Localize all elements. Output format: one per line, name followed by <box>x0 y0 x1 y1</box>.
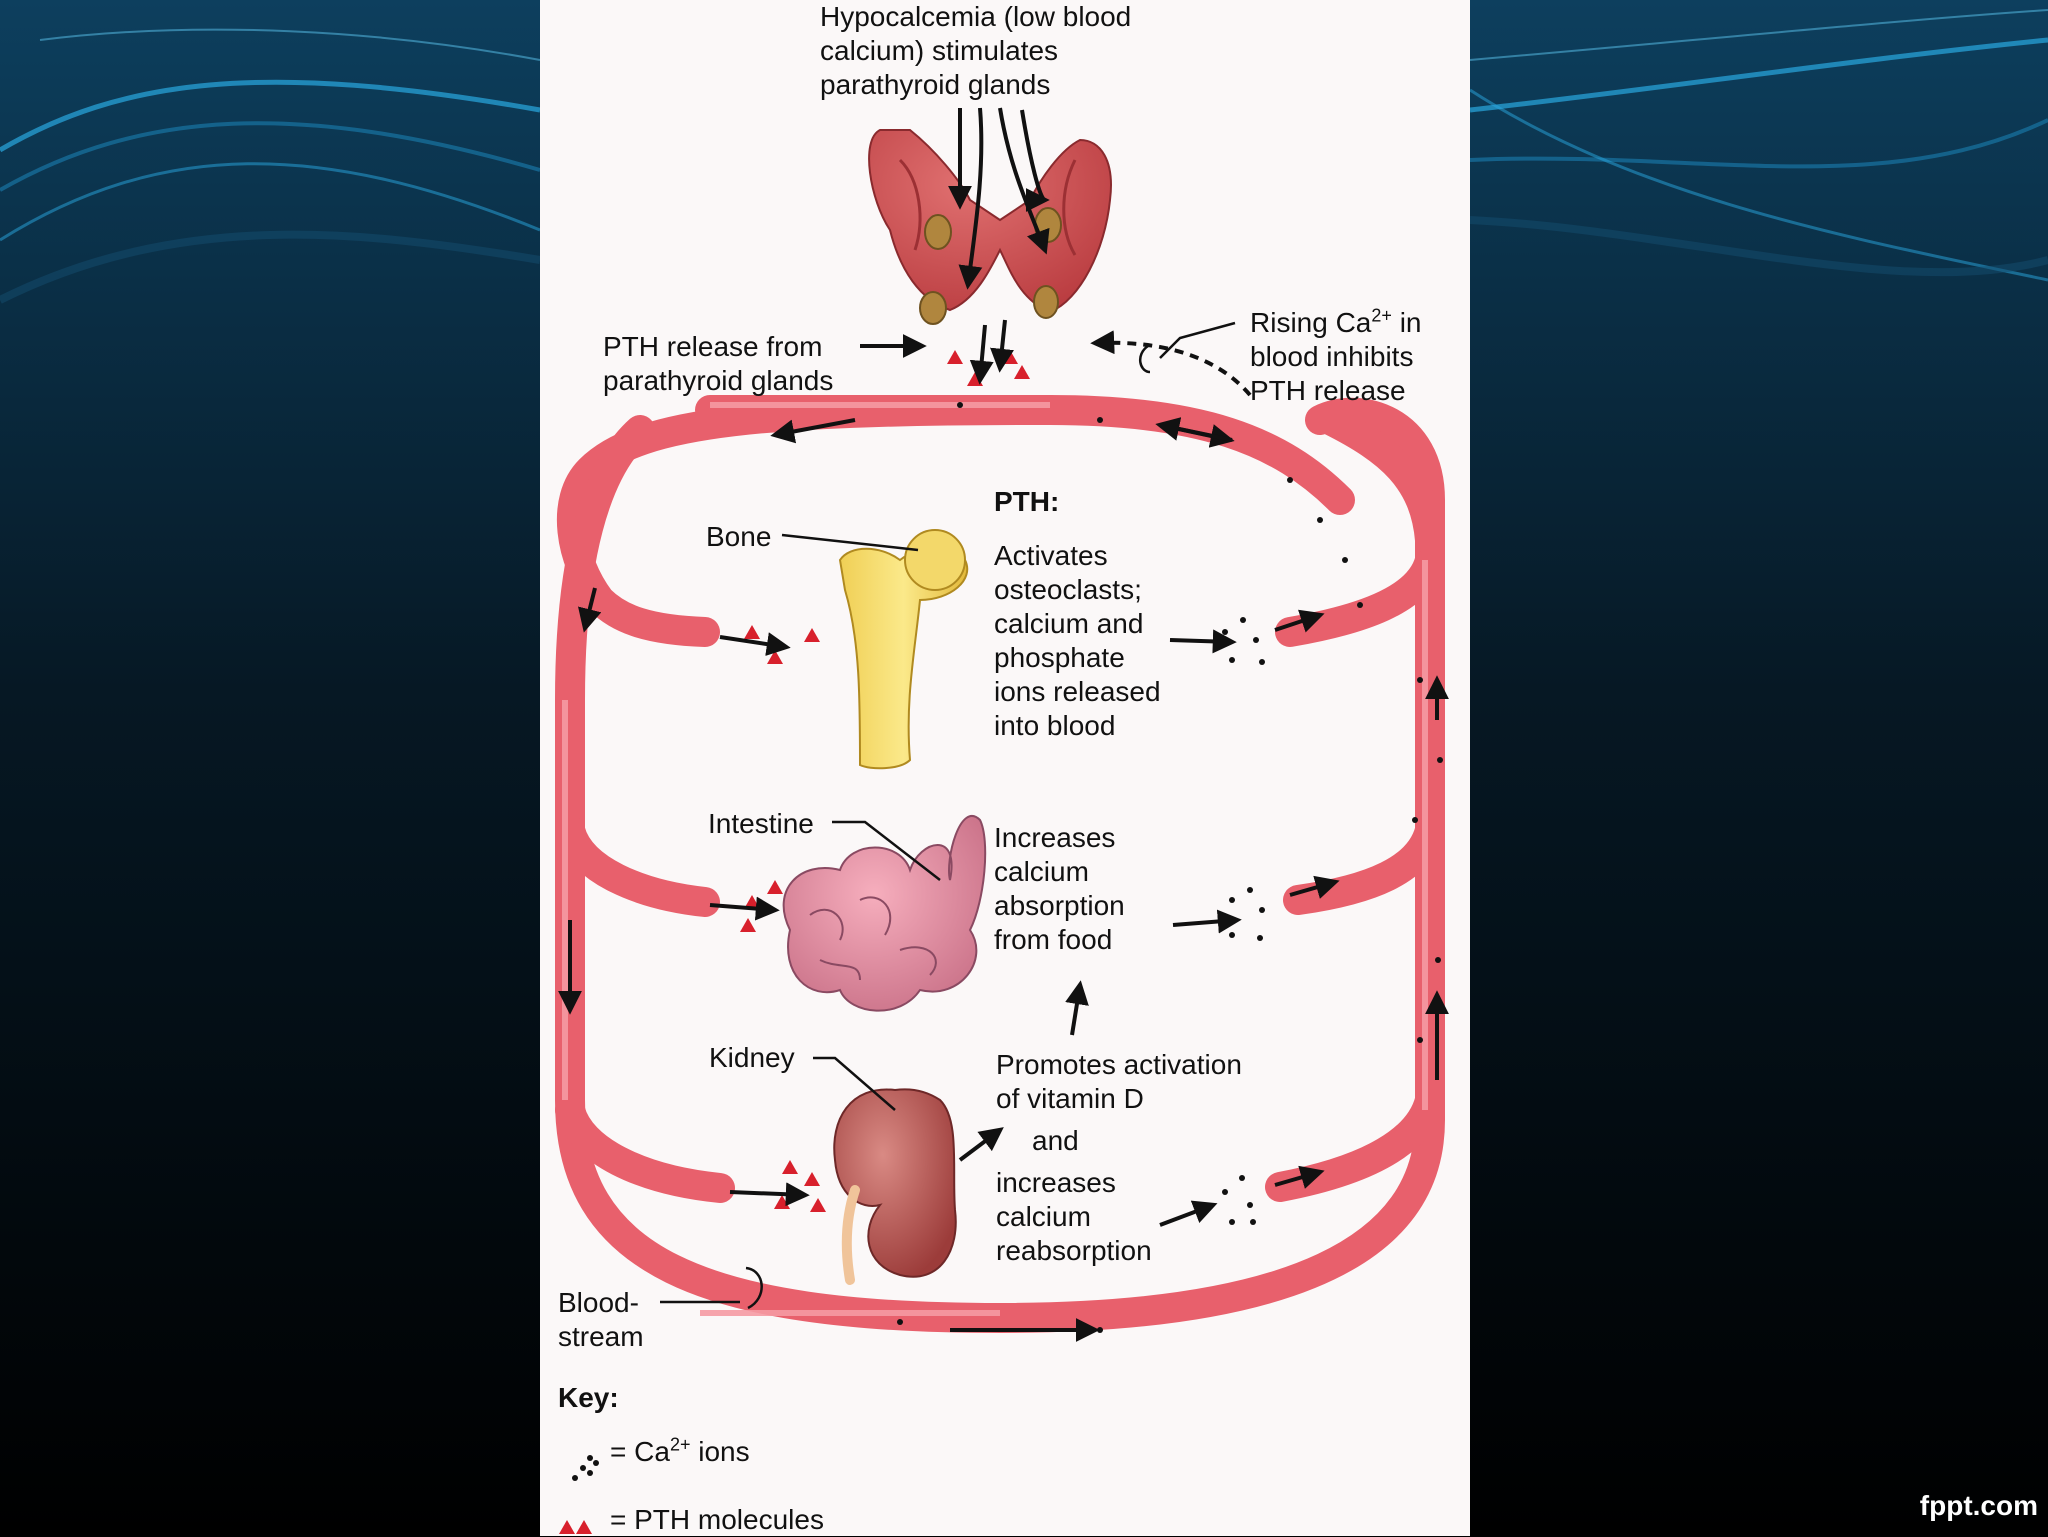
stimulus-line: calcium) stimulates <box>820 35 1059 66</box>
kidney-illustration <box>833 1088 957 1285</box>
bloodstream-loop-marker <box>745 344 1151 1310</box>
kidney-label: Kidney <box>709 1042 795 1073</box>
bloodstream-line: Blood- <box>558 1287 639 1318</box>
feedback-line-2: blood inhibits <box>1250 341 1414 372</box>
feedback-text: Rising Ca <box>1250 307 1372 338</box>
intestine-effect-line: absorption <box>994 890 1125 921</box>
bloodstream-line: stream <box>558 1321 644 1352</box>
kidney-and: and <box>1032 1125 1079 1156</box>
watermark: fppt.com <box>1919 1490 2038 1521</box>
intestine-label: Intestine <box>708 808 814 839</box>
arrows <box>558 107 1449 1342</box>
kidney-effect-line: increases <box>996 1167 1116 1198</box>
feedback-line-3: PTH release <box>1250 375 1406 406</box>
bloodstream-label: Blood- stream <box>558 1286 644 1354</box>
intestine-effect-line: from food <box>994 924 1113 955</box>
pth-release-line: PTH release from <box>603 331 823 362</box>
bone-effect-line: Activates <box>994 540 1108 571</box>
leader-lines <box>660 321 1236 1304</box>
feedback-line-1: Rising Ca2+ in <box>1250 306 1422 340</box>
bone-illustration <box>838 529 969 770</box>
calcium-dots <box>572 402 1443 1481</box>
kidney-effect-line: Promotes activation <box>996 1049 1242 1080</box>
stimulus-line: parathyroid glands <box>820 69 1051 100</box>
pth-heading: PTH: <box>994 486 1060 517</box>
kidney-effect-reabsorption: increases calcium reabsorption <box>996 1166 1152 1268</box>
key-calcium-text: ions <box>690 1436 750 1467</box>
key-title: Key: <box>558 1382 619 1413</box>
kidney-effect-vitamin-d: Promotes activation of vitamin D <box>996 1048 1242 1116</box>
intestine-illustration <box>782 815 987 1012</box>
bone-effect-line: phosphate <box>994 642 1125 673</box>
feedback-label: Rising Ca2+ in blood inhibits PTH releas… <box>1250 306 1422 408</box>
feedback-text: in <box>1391 307 1422 338</box>
intestine-effect-line: Increases <box>994 822 1116 853</box>
bone-label: Bone <box>706 521 772 552</box>
charge-superscript: 2+ <box>1371 305 1392 326</box>
bone-effect-line: ions released <box>994 676 1161 707</box>
stimulus-label: Hypocalcemia (low blood calcium) stimula… <box>820 0 1131 102</box>
key-calcium-text: = Ca <box>610 1436 670 1467</box>
intestine-effect-line: calcium <box>994 856 1089 887</box>
bone-effect-line: osteoclasts; <box>994 574 1142 605</box>
bone-effect-line: calcium and <box>994 608 1144 639</box>
bone-effect-line: into blood <box>994 710 1116 741</box>
charge-superscript: 2+ <box>669 1434 691 1455</box>
kidney-effect-line: calcium <box>996 1201 1091 1232</box>
bone-effect: Activates osteoclasts; calcium and phosp… <box>994 539 1161 743</box>
key-calcium-entry: = Ca2+ ions <box>610 1435 750 1469</box>
kidney-effect-line: reabsorption <box>996 1235 1152 1266</box>
pth-release-label: PTH release from parathyroid glands <box>603 330 833 398</box>
key-pth-entry: = PTH molecules <box>610 1504 824 1535</box>
parathyroid-glands <box>868 129 1112 325</box>
kidney-effect-line: of vitamin D <box>996 1083 1144 1114</box>
stimulus-line: Hypocalcemia (low blood <box>820 1 1132 32</box>
pth-release-line: parathyroid glands <box>603 365 834 396</box>
intestine-effect: Increases calcium absorption from food <box>994 821 1125 957</box>
vessel-highlights <box>562 402 1428 1316</box>
